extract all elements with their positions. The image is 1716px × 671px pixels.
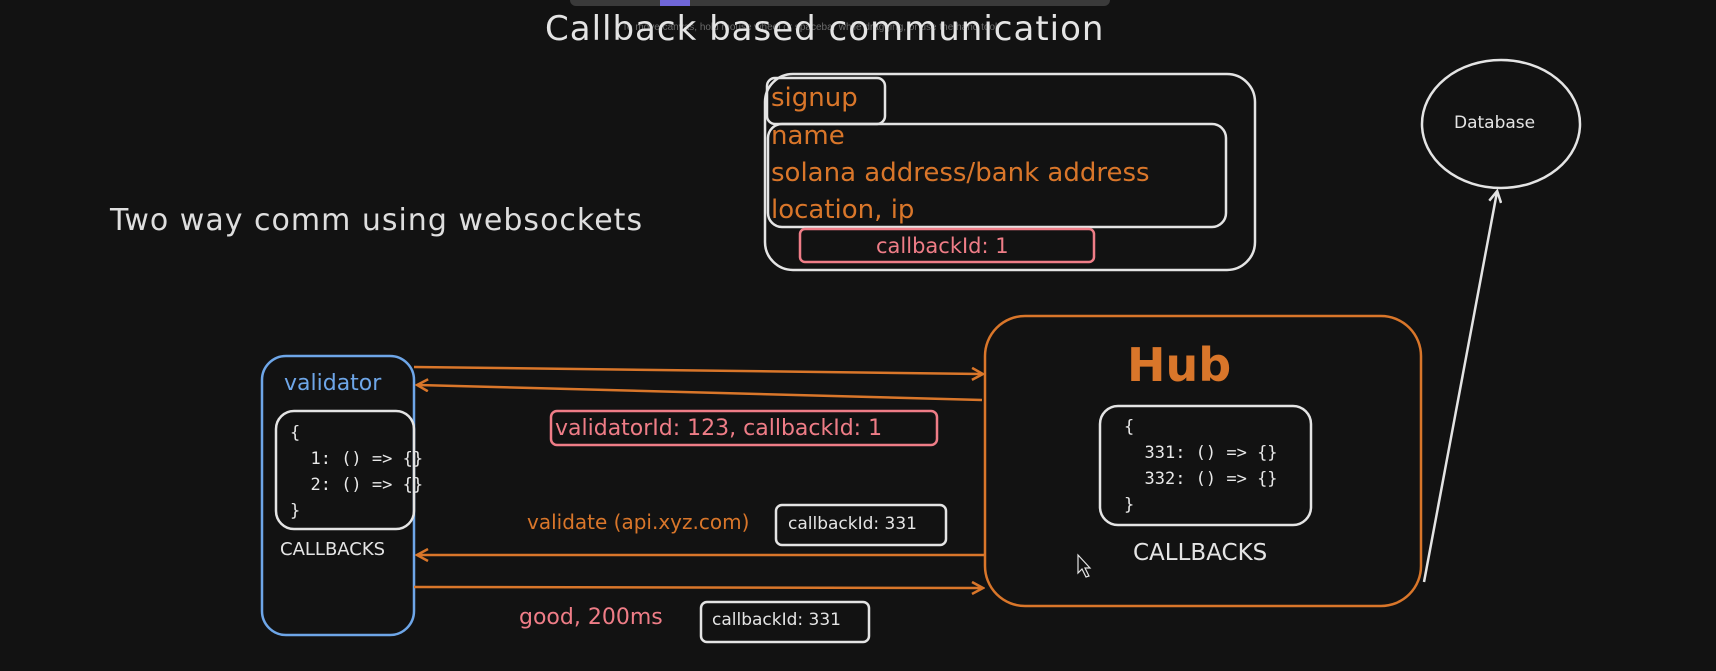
diagram-subtitle: Two way comm using websockets [110, 203, 644, 238]
database-label: Database [1454, 113, 1536, 133]
signup-label: signup [771, 83, 858, 113]
validate-callback-tag: callbackId: 331 [788, 514, 917, 534]
canvas-hint-text: To move canvas, hold mouse wheel or spac… [622, 22, 998, 33]
toolbar-active-tool[interactable] [660, 0, 690, 6]
validator-callback-1: 1: () => {} [310, 449, 424, 469]
response-callback-tag: callbackId: 331 [712, 610, 841, 630]
arrow-hub-to-validator-1 [418, 385, 983, 402]
signup-fields-box [766, 122, 1228, 229]
diagram-title: Callback based communication [545, 9, 1105, 49]
validator-title: validator [284, 371, 382, 396]
validator-callback-2: 2: () => {} [310, 475, 424, 495]
callback-tag-1: callbackId: 1 [876, 234, 1009, 258]
database-circle [1420, 58, 1582, 190]
register-tag-box [549, 409, 939, 447]
arrow-validator-to-hub-1 [413, 365, 982, 374]
validate-message: validate (api.xyz.com) [527, 510, 750, 534]
signup-field-name: name [771, 121, 845, 151]
hub-title: Hub [1127, 338, 1232, 392]
response-message: good, 200ms [519, 605, 663, 630]
response-tag-box [699, 600, 871, 644]
validator-callbacks-code: { 1: () => {} 2: () => {} } [290, 420, 423, 524]
mouse-cursor-icon [1077, 553, 1092, 578]
hub-box [983, 314, 1423, 608]
signup-field-address: solana address/bank address [771, 158, 1150, 188]
top-toolbar[interactable] [570, 0, 1110, 6]
signup-field-location: location, ip [771, 195, 915, 225]
signup-payload-box [763, 72, 1257, 272]
validator-callbacks-label: CALLBACKS [280, 539, 386, 560]
hub-callback-331: 331: () => {} [1144, 443, 1278, 463]
hub-code-close: } [1124, 495, 1135, 515]
validator-code-close: } [290, 501, 301, 521]
hub-code-open: { [1124, 417, 1135, 437]
hub-callbacks-code: { 331: () => {} 332: () => {} } [1124, 414, 1278, 518]
register-message: validatorId: 123, callbackId: 1 [555, 416, 883, 441]
callback-tag-box-1 [798, 227, 1096, 264]
hub-callbacks-box [1098, 404, 1313, 527]
hub-callback-332: 332: () => {} [1144, 469, 1278, 489]
validator-callbacks-box [274, 409, 416, 531]
validate-tag-box [774, 503, 948, 547]
hub-callbacks-label: CALLBACKS [1133, 540, 1268, 566]
arrow-hub-to-database [1422, 192, 1497, 583]
validator-code-open: { [290, 423, 301, 443]
arrow-validator-to-hub-2 [413, 587, 982, 588]
